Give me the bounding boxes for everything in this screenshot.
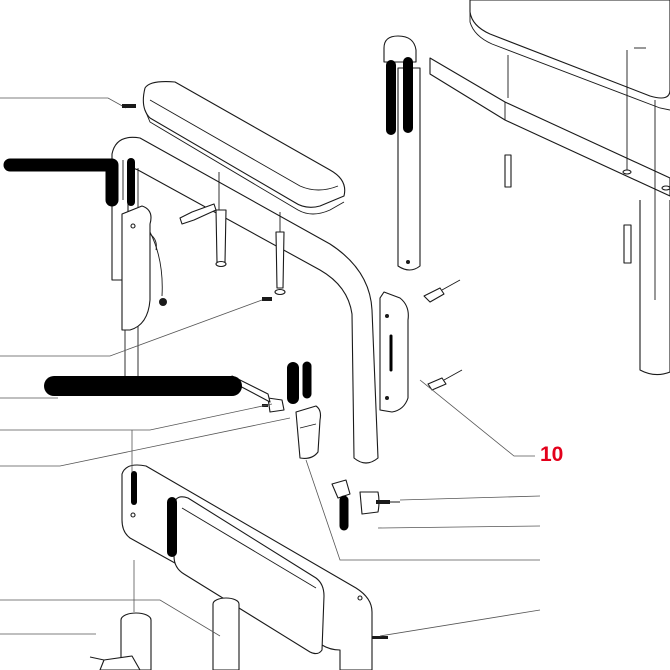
marker-bars	[3, 158, 242, 396]
rear-post-assembly	[383, 35, 421, 271]
armrest-pad	[142, 81, 346, 215]
callout-10-label: 10	[540, 443, 563, 466]
screws-group-top	[179, 172, 286, 296]
side-panel	[121, 464, 373, 670]
leader-lines	[0, 97, 541, 637]
callout-10-leader	[419, 379, 535, 457]
rear-armrest-assembly	[429, 0, 670, 376]
clamp-assembly	[231, 361, 400, 531]
side-bracket-right	[379, 279, 463, 413]
caster-assembly	[89, 597, 388, 670]
side-bracket-left	[121, 205, 167, 331]
